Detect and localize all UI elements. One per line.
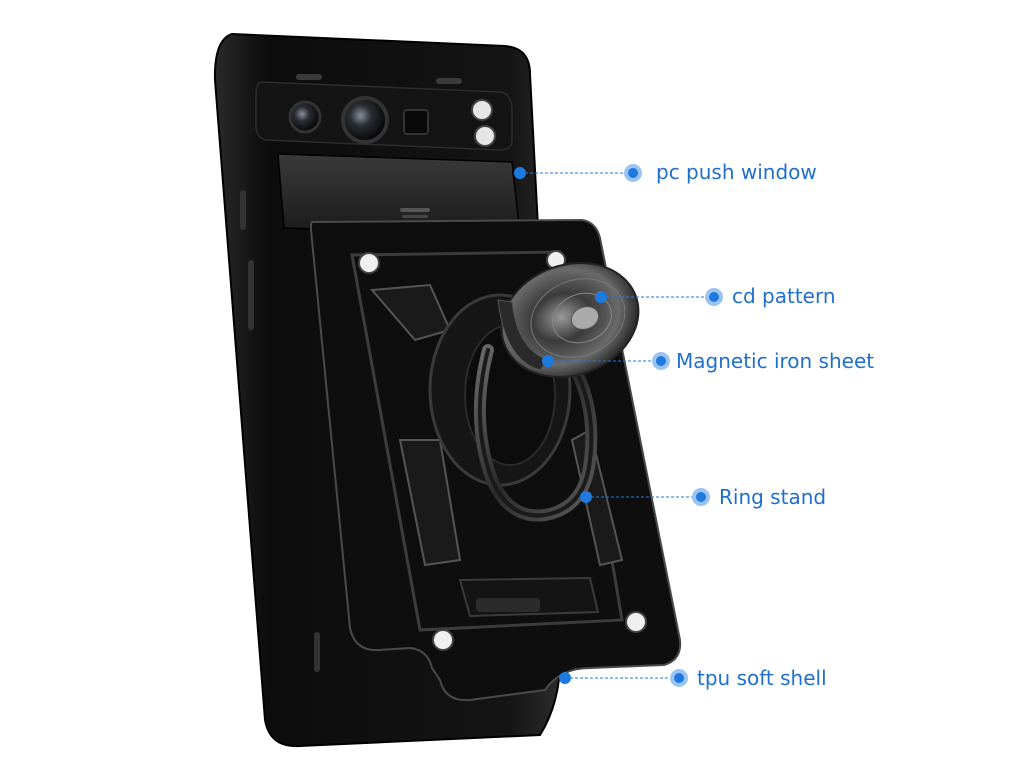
camera-sensor xyxy=(403,109,429,135)
cd-pattern-ring xyxy=(497,262,640,378)
corner-hole xyxy=(358,252,380,274)
callout-dot xyxy=(595,291,607,303)
callout-dot xyxy=(514,167,526,179)
window-slot xyxy=(296,74,322,80)
callout-dot xyxy=(656,356,666,366)
callout-dot xyxy=(559,672,571,684)
callout-label-ring-stand: Ring stand xyxy=(719,485,827,509)
callout-dot xyxy=(542,355,554,367)
side-button xyxy=(240,190,246,230)
corner-hole xyxy=(432,629,454,651)
window-slot xyxy=(436,78,462,84)
honeycomb-strip xyxy=(476,598,540,612)
callout-dot xyxy=(674,673,684,683)
callout-dot xyxy=(580,491,592,503)
corner-hole xyxy=(625,611,647,633)
callout-dot xyxy=(696,492,706,502)
slider-grip xyxy=(400,208,430,212)
callout-label-cd-pattern: cd pattern xyxy=(732,284,836,308)
callout-label-pc-push-window: pc push window xyxy=(656,160,817,184)
callout-dot xyxy=(628,168,638,178)
callout-dots xyxy=(514,164,723,687)
camera-lens xyxy=(288,100,322,134)
side-button xyxy=(314,632,320,672)
callout-dot xyxy=(709,292,719,302)
callout-label-tpu-soft-shell: tpu soft shell xyxy=(697,666,827,690)
side-button xyxy=(248,260,254,330)
callout-lines xyxy=(520,172,713,679)
flash-window xyxy=(471,99,493,121)
camera-lens xyxy=(341,96,389,144)
flash-window xyxy=(474,125,496,147)
callout-label-magnetic-iron-sheet: Magnetic iron sheet xyxy=(676,349,875,373)
ring-stand xyxy=(473,339,598,522)
slider-grip xyxy=(402,215,428,218)
camera-module xyxy=(255,74,513,151)
